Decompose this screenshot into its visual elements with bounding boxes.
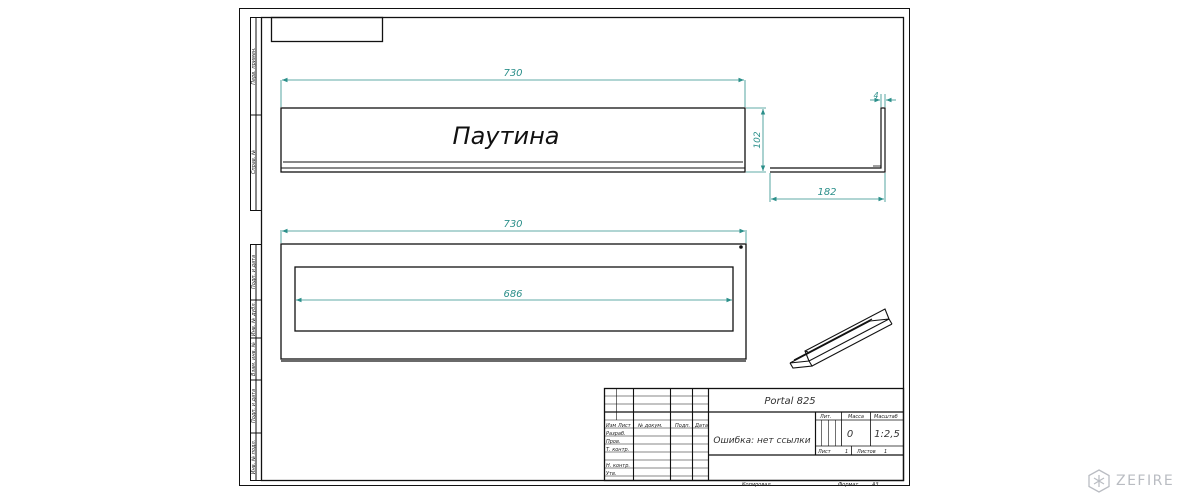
dim-side-width [769,173,886,202]
tb-sheet-label: Лист [817,449,832,455]
tb-sheets-label: Листов [856,449,876,455]
zefire-watermark: ZEFIRE [1088,467,1174,495]
dim-side-thickness-label: 4 [873,91,878,100]
sheet-border [239,8,910,486]
dim-side-thickness [870,94,896,107]
tb-col-letter: Лит. [819,414,832,420]
zefire-logo-icon [1088,469,1110,493]
dim-side-width-label: 182 [817,187,836,198]
tb-header-sheet: Лист [617,423,632,429]
tb-format-label: Формат [838,482,859,488]
tb-copied: Копировал [742,482,771,488]
tb-mass: 0 [847,429,853,440]
back-panel-view [280,243,747,362]
dim-top-height-label: 102 [753,131,763,148]
tb-designation: Portal 825 [764,396,815,407]
tb-part-name: Ошибка: нет ссылки [713,436,810,446]
title-block-grid [604,388,709,481]
left-margin-lower [250,244,262,481]
title-block [603,387,905,482]
side-label-sign-date-1: Подп. и дата [251,255,257,289]
dim-bottom-length-label: 730 [503,219,522,230]
tb-role-developer: Разраб. [606,431,626,437]
tb-header-sign: Подп. [675,423,690,429]
top-left-box [270,16,384,43]
product-title: Паутина [453,122,560,150]
front-panel-view [280,107,746,173]
tb-sheet-value: 1 [845,449,848,455]
tb-header-date: Дата [694,423,708,429]
tb-role-tech-control: Т. контр. [606,447,629,453]
side-label-sign-date-2: Подп. и дата [251,389,257,423]
tb-header-rev: Изм [606,423,616,429]
tb-role-checker: Пров. [606,439,621,445]
tb-scale: 1:2,5 [874,429,900,440]
left-margin-upper [250,17,262,211]
isometric-view [789,308,893,369]
side-label-dup-inv: Инв. № дубл. [251,302,257,336]
dim-top-length [280,77,746,107]
watermark-text: ZEFIRE [1116,473,1175,489]
side-label-reference: Справ. № [251,150,257,174]
side-label-first-use: Перв. примен. [251,47,257,85]
tb-col-mass: Масса [848,414,864,420]
tb-role-norm-control: Н. контр. [606,463,630,469]
dim-top-length-label: 730 [503,68,522,79]
tb-format-value: A3 [871,482,879,488]
dim-bottom-length [280,228,747,243]
tb-sheets-value: 1 [884,449,887,455]
tb-role-approved: Утв. [606,471,617,477]
side-profile-view [770,107,886,173]
dim-top-height [746,107,766,173]
tb-header-docnum: № докум. [637,423,663,429]
tb-col-scale: Масштаб [874,414,898,420]
side-label-orig-inv: Инв. № подл. [251,440,257,475]
side-label-replace-inv: Взам. инв. № [251,342,257,376]
drawing-frame [260,16,905,482]
dim-inner-length-label: 686 [503,289,522,300]
